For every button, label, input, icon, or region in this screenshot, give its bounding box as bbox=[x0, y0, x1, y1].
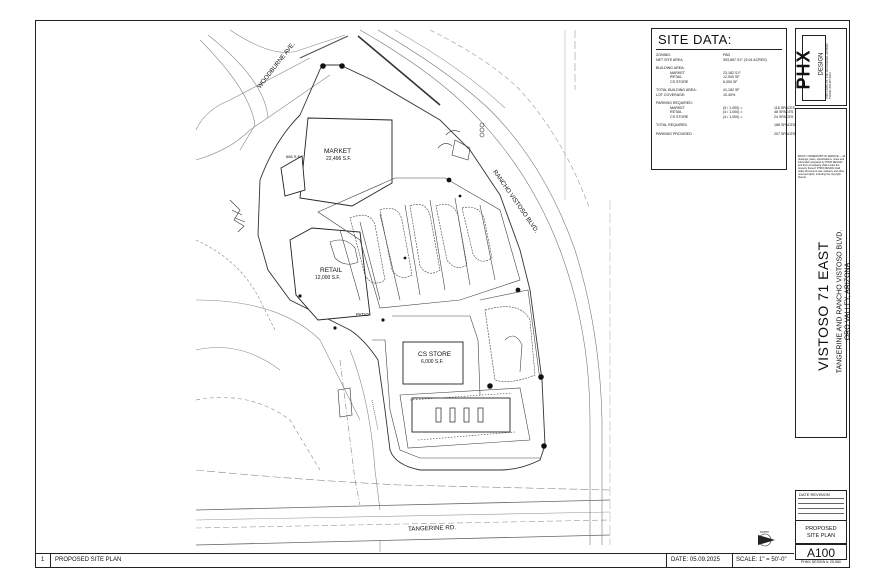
site-data-value: 10.45% bbox=[723, 92, 736, 97]
site-data-row: PARKING REQUIRED: bbox=[656, 101, 693, 105]
site-data-value: (4 / 1,000) = bbox=[723, 114, 743, 119]
site-data-value: 6,000 SF bbox=[723, 79, 738, 84]
site-data-label: NET SITE AREA bbox=[656, 57, 683, 62]
site-data-label: CS STORE bbox=[670, 114, 689, 119]
drawing-title-strip: 1 PROPOSED SITE PLAN DATE: 05.09.2025 SC… bbox=[36, 553, 794, 567]
site-data-value2: 24 SPACES bbox=[774, 114, 794, 119]
strip-divider bbox=[732, 554, 733, 567]
strip-divider bbox=[50, 554, 51, 567]
logo-sub-text: DESIGN bbox=[818, 52, 825, 76]
site-data-row: ZONING: PAD bbox=[656, 53, 730, 57]
revision-line bbox=[798, 508, 844, 509]
drawing-index: 1 bbox=[41, 557, 45, 563]
site-data-title: SITE DATA: bbox=[658, 32, 732, 47]
site-data-row: CS STORE (4 / 1,000) = 24 SPACES bbox=[656, 114, 793, 119]
site-data-row: TOTAL REQUIRED 188 SPACES bbox=[656, 123, 795, 127]
site-data-value: (4 / 1,000) = bbox=[723, 110, 743, 114]
site-data-label: LOT COVERAGE: bbox=[656, 92, 686, 97]
site-data-label: CS STORE bbox=[670, 79, 689, 84]
site-data-value2: 207 SPACES bbox=[774, 131, 796, 136]
north-arrow bbox=[758, 533, 775, 547]
logo-mark bbox=[802, 35, 826, 101]
cs-store-label: CS STORE bbox=[418, 351, 452, 358]
site-data-value2: 188 SPACES bbox=[774, 123, 796, 127]
firm-logo-panel: PHX DESIGN 7000 N 16TH ST, STE 120 PHOEN… bbox=[793, 28, 847, 106]
site-data-label: PARKING REQUIRED: bbox=[656, 101, 693, 105]
market-label: MARKET bbox=[324, 148, 352, 155]
drawing-scale: SCALE: 1" = 50'-0" bbox=[736, 557, 787, 563]
project-location-line1: TANGERINE AND RANCHO VISTOSO BLVD. bbox=[836, 229, 844, 374]
drawing-title: PROPOSED SITE PLAN bbox=[55, 557, 122, 563]
site-data-label: RETAIL bbox=[670, 75, 683, 79]
market-building bbox=[299, 117, 393, 207]
site-data-value: PAD bbox=[723, 53, 731, 57]
project-location-line2: ORO VALLEY, ARIZONA bbox=[844, 262, 852, 341]
market-area-label: 22,496 S.F. bbox=[326, 156, 352, 162]
site-data-row: MARKET 23,182 S.F. bbox=[656, 70, 741, 75]
drawing-date: DATE: 05.09.2025 bbox=[671, 557, 720, 563]
site-data-value2: 116 SPACES bbox=[774, 105, 796, 110]
sheet-border bbox=[35, 20, 850, 568]
north-label: NORTH bbox=[760, 531, 769, 534]
retail-building bbox=[289, 227, 371, 321]
site-data-label: BUILDING AREA: bbox=[656, 66, 685, 70]
revision-line bbox=[798, 503, 844, 504]
site-data-label: TOTAL REQUIRED bbox=[656, 123, 688, 127]
project-title: VISTOSO 71 EAST bbox=[815, 241, 831, 371]
site-data-value: 23,182 S.F. bbox=[723, 70, 742, 75]
sheet-name-panel: PROPOSED SITE PLAN bbox=[795, 520, 847, 544]
design-number: PHNX DESIGN #: 25-560 bbox=[801, 560, 841, 564]
site-data-value2: 48 SPACES bbox=[774, 110, 794, 114]
site-data-table: SITE DATA: ZONING: PAD NET SITE AREA 393,68… bbox=[651, 28, 795, 170]
patio-label: PATIO bbox=[356, 312, 369, 317]
notes-panel: BASIS / OWNERSHIP OF SERVICE — All drawi… bbox=[795, 108, 847, 438]
sheet-name-line2: SITE PLAN bbox=[806, 533, 836, 539]
cs-store-area-label: 6,000 S.F. bbox=[421, 359, 444, 365]
site-data-row: TOTAL BUILDING AREA: 41,182 SF bbox=[656, 88, 740, 92]
revision-header: DATE REVISION bbox=[799, 492, 830, 497]
copyright-notes: BASIS / OWNERSHIP OF SERVICE — All drawi… bbox=[798, 155, 846, 179]
site-data-row: CS STORE 6,000 SF bbox=[656, 79, 738, 84]
site-data-row: NET SITE AREA 393,687 S.F. (9.04 ACRES) bbox=[656, 57, 767, 62]
revision-line bbox=[798, 498, 844, 499]
revision-line bbox=[798, 513, 844, 514]
site-data-label: PARKING PROVIDED bbox=[656, 131, 692, 136]
site-data-label: TOTAL BUILDING AREA: bbox=[656, 88, 697, 92]
site-data-row: LOT COVERAGE: 10.45% bbox=[656, 92, 735, 97]
site-data-row: RETAIL 12,000 SF bbox=[656, 75, 740, 79]
site-data-row: RETAIL (4 / 1,000) = 48 SPACES bbox=[656, 110, 793, 114]
site-data-row: PARKING PROVIDED 207 SPACES bbox=[656, 131, 795, 136]
sheet-number-panel: A100 bbox=[795, 544, 847, 560]
sheet-number: A100 bbox=[806, 546, 836, 560]
logo-address: 7000 N 16TH ST, STE 120 PHOENIX, AZ 8502… bbox=[826, 43, 832, 99]
title-block: PHX DESIGN 7000 N 16TH ST, STE 120 PHOEN… bbox=[793, 28, 852, 565]
sheet-name-line1: PROPOSED bbox=[805, 526, 837, 532]
site-data-label: MARKET bbox=[670, 105, 685, 110]
site-data-value: 12,000 SF bbox=[723, 75, 740, 79]
cs-store-building bbox=[402, 341, 464, 385]
site-data-label: MARKET bbox=[670, 70, 685, 75]
market-annex-label: 686 S.F. bbox=[286, 154, 301, 159]
site-data-row: BUILDING AREA: bbox=[656, 66, 685, 70]
site-data-value: 41,182 SF bbox=[723, 88, 740, 92]
site-data-label: ZONING: bbox=[656, 53, 671, 57]
site-data-value: (5 / 1,000) = bbox=[723, 105, 743, 110]
logo-main-text: PHX bbox=[793, 49, 814, 90]
site-data-rule bbox=[656, 49, 782, 50]
project-info: VISTOSO 71 EAST TANGERINE AND RANCHO VIS… bbox=[803, 198, 852, 433]
retail-area-label: 12,000 S.F. bbox=[315, 275, 341, 281]
retail-label: RETAIL bbox=[320, 267, 343, 274]
site-data-row: MARKET (5 / 1,000) = 116 SPACES bbox=[656, 105, 795, 110]
site-data-value: 393,687 S.F. (9.04 ACRES) bbox=[723, 57, 767, 62]
site-data-label: RETAIL bbox=[670, 110, 683, 114]
strip-divider bbox=[666, 554, 667, 567]
